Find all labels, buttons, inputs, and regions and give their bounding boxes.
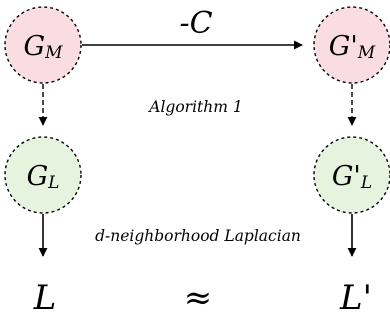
edge-label-bottom: d-neighborhood Laplacian [95,227,301,245]
node-gl-prime-label: G'L [332,161,372,193]
edge-label-middle: Algorithm 1 [147,98,242,116]
node-gm: GM [4,6,82,84]
node-gm-label: GM [24,31,64,63]
node-gl-circle [4,136,82,214]
node-gm-prime-label: G'M [329,31,376,63]
node-gl: GL [4,136,82,214]
output-relation: ≈ [184,278,213,318]
node-gm-prime: G'M [313,6,390,84]
output-left: L [33,278,57,318]
node-gm-prime-circle [313,6,390,84]
output-right: L' [339,278,372,318]
node-gm-circle [4,6,82,84]
node-gl-prime: G'L [313,136,390,214]
edge-label-top: -C [179,6,212,41]
node-gl-prime-circle [313,136,390,214]
node-gl-label: GL [27,161,60,193]
